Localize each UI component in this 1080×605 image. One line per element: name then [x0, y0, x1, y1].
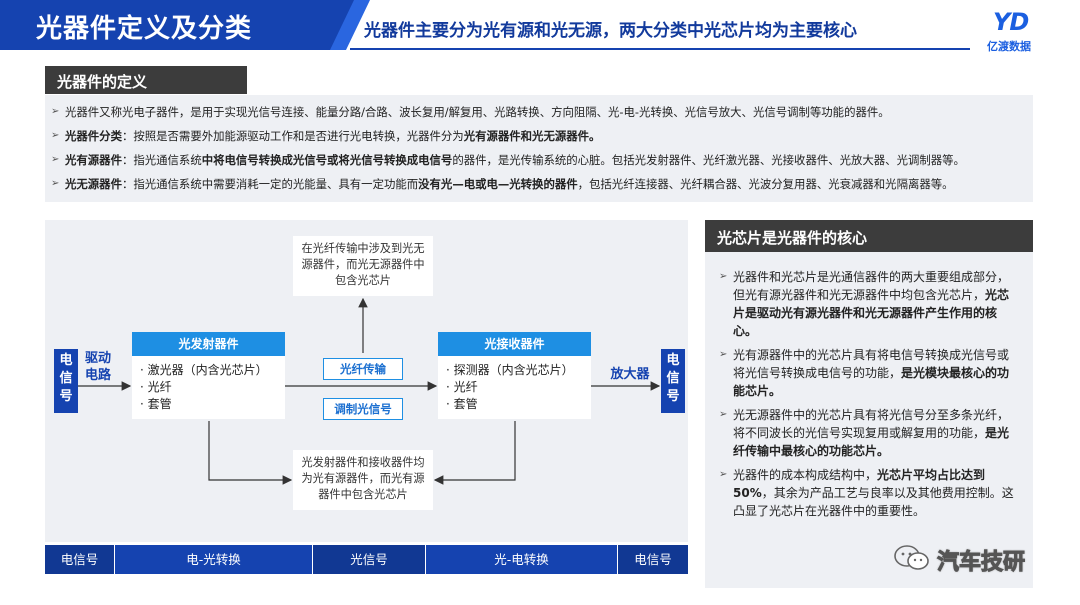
strip-electric-signal-left: 电信号 [45, 545, 115, 574]
core-item-text: 光有源器件中的光芯片具有将电信号转换成光信号或将光信号转换成电信号的功能， [733, 348, 1010, 380]
core-item-text: 光无源器件中的光芯片具有将光信号分至多条光纤，将不同波长的光信号实现复用或解复用… [733, 408, 1010, 440]
receiver-title: 光接收器件 [438, 332, 591, 356]
core-item-emphasis: 光芯片平均占比达到50% [733, 468, 986, 500]
wechat-watermark: 汽车技研 [893, 540, 1043, 576]
watermark-text: 汽车技研 [936, 550, 1026, 576]
core-item-emphasis: 光芯片是驱动光有源光器件和光无源器件产生作用的核心。 [733, 288, 1010, 338]
definition-row: ➢ 光器件分类：按照是否需要外加能源驱动工作和是否进行光电转换，光器件分为光有源… [51, 127, 1033, 151]
header-underline [350, 48, 970, 50]
arrow-bullet-icon: ➢ [51, 106, 60, 117]
transmitter-item: · 激光器（内含光芯片） [140, 363, 268, 377]
core-item: ➢ 光无源器件中的光芯片具有将光信号分至多条光纤，将不同波长的光信号实现复用或解… [719, 406, 1019, 460]
modulated-signal-tag: 调制光信号 [323, 398, 403, 420]
diagram-connectors [78, 297, 661, 485]
definition-row-term: 光无源器件 [65, 177, 122, 191]
arrow-bullet-icon: ➢ [719, 469, 728, 480]
logo-text: 亿渡数据 [987, 40, 1031, 53]
core-item: ➢ 光器件和光芯片是光通信器件的两大重要组成部分，但光有源光器件和光无源器件中均… [719, 268, 1019, 340]
core-section-title: 光芯片是光器件的核心 [705, 220, 1033, 252]
amplifier-label: 放大器 [610, 367, 650, 382]
arrow-tx-to-note [208, 421, 293, 485]
definition-row: ➢ 光有源器件：指光通信系统中将电信号转换成光信号或将光信号转换成电信号的器件，… [51, 151, 1033, 175]
transmitter-item: · 套管 [140, 397, 172, 411]
definition-section-title: 光器件的定义 [45, 66, 247, 94]
core-panel: ➢ 光器件和光芯片是光通信器件的两大重要组成部分，但光有源光器件和光无源器件中均… [705, 252, 1033, 588]
optical-device-diagram: 在光纤传输中涉及到光无源器件，而光无源器件中包含光芯片 光发射器件和接收器件均为… [45, 220, 688, 542]
fiber-transmission-tag: 光纤传输 [323, 358, 403, 380]
receiver-item: · 光纤 [446, 380, 478, 394]
definition-row-emphasis: 光有源器件和光无源器件。 [463, 129, 601, 143]
note-passive-devices: 在光纤传输中涉及到光无源器件，而光无源器件中包含光芯片 [293, 236, 433, 296]
arrow-bullet-icon: ➢ [719, 271, 728, 282]
core-item: ➢ 光有源器件中的光芯片具有将电信号转换成光信号或将光信号转换成电信号的功能，是… [719, 346, 1019, 400]
definition-row-text: ，包括光纤连接器、光纤耦合器、光波分复用器、光衰减器和光隔离器等。 [577, 177, 954, 191]
logo-mark: YD [993, 8, 1029, 36]
definition-row-emphasis: 中将电信号转换成光信号或将光信号转换成电信号 [201, 153, 453, 167]
strip-oe-conversion: 光-电转换 [426, 545, 618, 574]
wechat-icon [894, 545, 929, 570]
definition-row: ➢ 光器件又称光电子器件，是用于实现光信号连接、能量分路/合路、波长复用/解复用… [51, 103, 1033, 127]
left-electric-signal: 电信号 [54, 349, 78, 413]
transmitter-item: · 光纤 [140, 380, 172, 394]
definition-row-text: ：指光通信系统中需要消耗一定的光能量、具有一定功能而 [121, 177, 419, 191]
definition-row-text: 的器件，是光传输系统的心脏。包括光发射器件、光纤激光器、光接收器件、光放大器、光… [452, 153, 965, 167]
arrow-bullet-icon: ➢ [51, 130, 60, 141]
brand-logo: YD 亿渡数据 [983, 8, 1047, 53]
transmitter-title: 光发射器件 [132, 332, 285, 356]
receiver-item: · 探测器（内含光芯片） [446, 363, 574, 377]
core-item-text: 光器件的成本构成结构中， [733, 468, 878, 482]
definition-row-text: ：按照是否需要外加能源驱动工作和是否进行光电转换，光器件分为 [121, 129, 464, 143]
drive-circuit-label: 驱动电路 [84, 351, 111, 383]
arrow-bullet-icon: ➢ [719, 409, 728, 420]
definition-row-term: 光有源器件 [65, 153, 122, 167]
core-item: ➢ 光器件的成本构成结构中，光芯片平均占比达到50%，其余为产品工艺与良率以及其… [719, 466, 1019, 520]
receiver-item: · 套管 [446, 397, 478, 411]
arrow-bullet-icon: ➢ [51, 154, 60, 165]
right-electric-signal: 电信号 [661, 349, 685, 413]
arrow-bullet-icon: ➢ [51, 178, 60, 189]
note-active-devices: 光发射器件和接收器件均为光有源器件，而光有源器件中包含光芯片 [293, 450, 433, 510]
definition-row: ➢ 光无源器件：指光通信系统中需要消耗一定的光能量、具有一定功能而没有光—电或电… [51, 175, 1033, 199]
core-item-text: 光器件和光芯片是光通信器件的两大重要组成部分，但光有源光器件和光无源器件中均包含… [733, 270, 1010, 302]
definition-row-emphasis: 没有光—电或电—光转换的器件 [418, 177, 578, 191]
arrow-rx-to-note [433, 421, 516, 485]
strip-optical-signal: 光信号 [313, 545, 426, 574]
header-banner [0, 0, 365, 50]
arrow-bullet-icon: ➢ [719, 349, 728, 360]
strip-eo-conversion: 电-光转换 [115, 545, 313, 574]
core-item-emphasis: 是光纤传输中最核心的功能芯片。 [733, 426, 1010, 458]
core-item-emphasis: 是光模块最核心的功能芯片。 [733, 366, 1010, 398]
strip-electric-signal-right: 电信号 [618, 545, 688, 574]
definition-row-term: 光器件分类 [65, 129, 122, 143]
definition-panel: ➢ 光器件又称光电子器件，是用于实现光信号连接、能量分路/合路、波长复用/解复用… [45, 95, 1033, 202]
definition-row-text: ：指光通信系统 [121, 153, 202, 167]
page-title: 光器件定义及分类 [36, 14, 253, 44]
page-subtitle: 光器件主要分为光有源和光无源，两大分类中光芯片均为主要核心 [364, 21, 857, 41]
receiver-body: · 探测器（内含光芯片） · 光纤 · 套管 [438, 356, 591, 419]
transmitter-body: · 激光器（内含光芯片） · 光纤 · 套管 [132, 356, 285, 419]
core-item-text: ，其余为产品工艺与良率以及其他费用控制。这凸显了光芯片在光器件中的重要性。 [733, 486, 1014, 518]
definition-row-text: 光器件又称光电子器件，是用于实现光信号连接、能量分路/合路、波长复用/解复用、光… [65, 105, 890, 119]
